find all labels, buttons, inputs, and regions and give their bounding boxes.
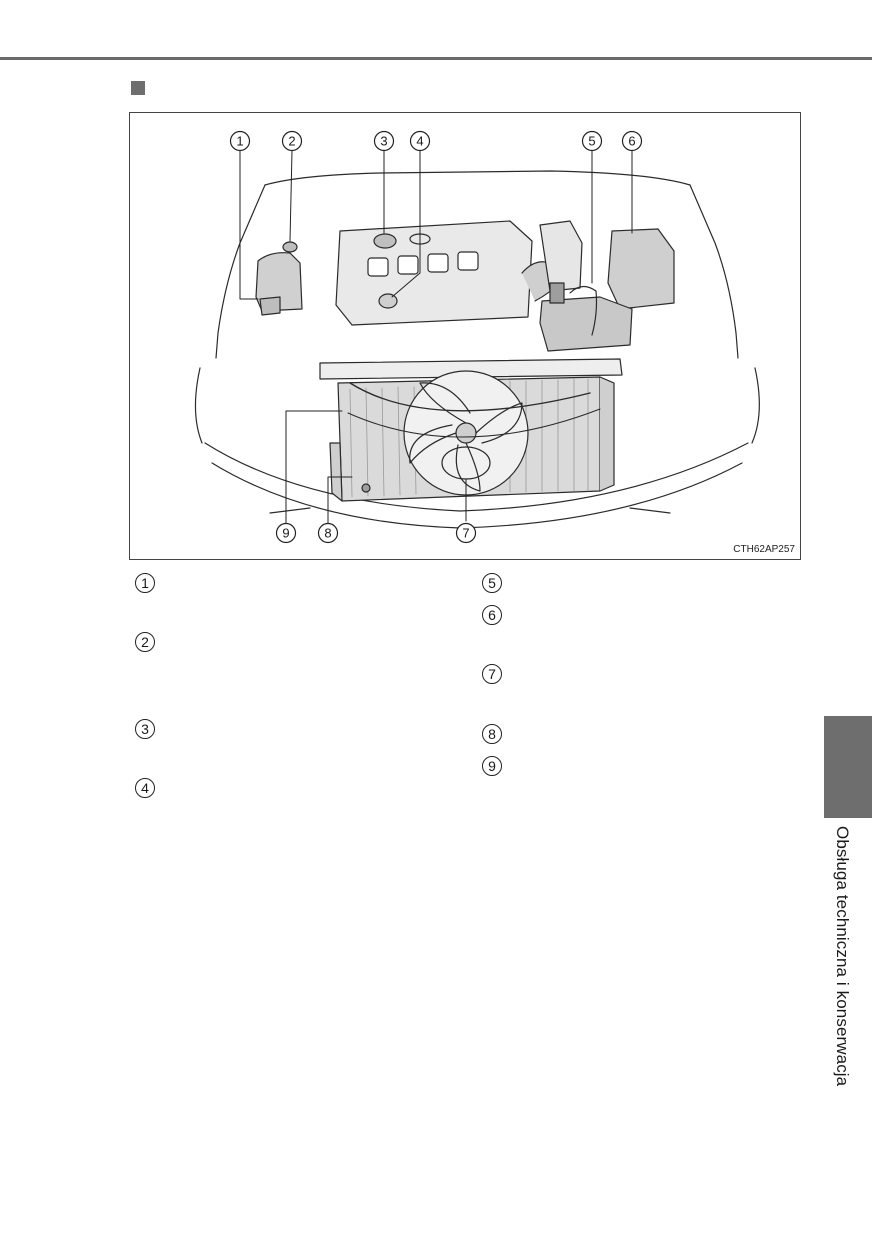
engine-cover-ribs: [367, 251, 479, 277]
callout-circles: [229, 130, 643, 544]
figure-code: CTH62AP257: [733, 544, 795, 555]
callout-label-6: 6: [628, 134, 635, 149]
legend-item-4: 4: [135, 778, 165, 798]
legend-number-3: 3: [135, 719, 155, 739]
battery-terminal: [549, 282, 565, 304]
radiator-side-tank: [329, 442, 343, 502]
legend-number-8: 8: [482, 724, 502, 744]
callout-label-4: 4: [416, 134, 423, 149]
right-headlamp: [751, 367, 760, 444]
legend-item-8: 8: [482, 724, 512, 744]
legend-item-2: 2: [135, 632, 165, 652]
legend-number-4: 4: [135, 778, 155, 798]
callout-label-7: 7: [462, 526, 469, 541]
legend-number-6: 6: [482, 605, 502, 625]
engine-illustration: 1 2 3 4 5 6 7 8 9: [194, 130, 760, 544]
legend-item-1: 1: [135, 573, 165, 593]
coolant-cap: [282, 241, 298, 253]
legend-item-3: 3: [135, 719, 165, 739]
legend-number-9: 9: [482, 756, 502, 776]
fan-hub: [455, 422, 477, 444]
legend-item-6: 6: [482, 605, 512, 625]
fuse-box: [607, 228, 675, 310]
legend-number-5: 5: [482, 573, 502, 593]
legend-number-2: 2: [135, 632, 155, 652]
header-rule: [0, 57, 872, 60]
left-headlamp: [194, 367, 203, 444]
air-filter-box: [539, 220, 583, 292]
chapter-tab: [824, 716, 872, 818]
callout-label-5: 5: [588, 134, 595, 149]
oil-filler-cap: [373, 233, 397, 249]
right-fender: [689, 184, 739, 359]
chapter-title: Obsługa techniczna i konserwacja: [833, 826, 852, 1087]
callout-label-8: 8: [324, 526, 331, 541]
callout-label-9: 9: [282, 526, 289, 541]
legend-item-9: 9: [482, 756, 512, 776]
engine-cover: [335, 220, 533, 326]
condenser-side: [599, 376, 615, 492]
bumper-lines: [269, 507, 671, 514]
legend-number-1: 1: [135, 573, 155, 593]
section-heading-marker: [131, 81, 145, 95]
washer-tank: [259, 296, 281, 316]
oil-dipstick-handle: [378, 293, 398, 309]
wiring-harness-2: [347, 408, 601, 438]
battery: [539, 296, 633, 352]
wiring-harness: [349, 382, 591, 412]
coolant-reservoir: [255, 252, 303, 312]
legend-item-5: 5: [482, 573, 512, 593]
callout-label-1: 1: [236, 134, 243, 149]
front-bumper-top: [204, 442, 749, 512]
legend-item-7: 7: [482, 664, 512, 684]
legend-number-7: 7: [482, 664, 502, 684]
callout-leader-lines: [239, 150, 633, 524]
radiator-support: [319, 358, 623, 380]
hood-edge: [264, 170, 691, 186]
engine-compartment-figure: 1 2 3 4 5 6 7 8 9 CTH62AP257: [129, 112, 801, 560]
battery-cable: [569, 285, 598, 336]
drain-cock: [361, 483, 371, 493]
callout-label-2: 2: [288, 134, 295, 149]
left-fender: [215, 184, 266, 359]
callout-label-3: 3: [380, 134, 387, 149]
